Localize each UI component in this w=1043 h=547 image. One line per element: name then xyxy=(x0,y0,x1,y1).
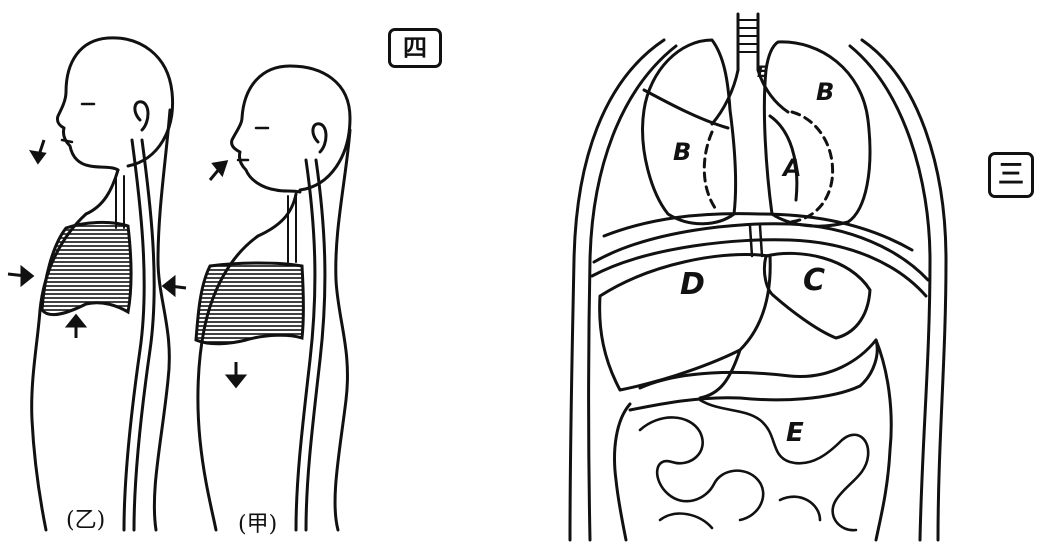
ascending-colon xyxy=(615,404,630,540)
heart-outline xyxy=(704,132,718,212)
inhale-ear xyxy=(313,124,326,152)
transverse-colon xyxy=(630,340,877,410)
exhale-spine xyxy=(124,140,154,530)
exhale-figure-caption: (乙) xyxy=(66,502,105,534)
organ-label-d: D xyxy=(680,270,705,300)
exhale-ear xyxy=(135,102,148,130)
organ-label-b-right: B xyxy=(816,80,834,104)
exhale-back-outline xyxy=(154,110,170,530)
inhale-lung xyxy=(196,263,304,344)
lung-left-outline xyxy=(643,40,736,224)
exhale-mouth xyxy=(62,140,72,142)
organ-label-c: C xyxy=(803,266,825,296)
arrow-down-mouth-head xyxy=(32,152,44,162)
inhale-spine xyxy=(296,160,325,530)
inhale-back-outline xyxy=(335,130,350,530)
inhale-head-outline xyxy=(232,66,350,192)
organ-label-e-upper: E xyxy=(757,64,768,80)
diaphragm-lower xyxy=(592,240,926,296)
arrow-right-left-head xyxy=(22,268,32,284)
exhale-trachea xyxy=(116,176,124,228)
torso-diagram xyxy=(570,14,946,540)
organ-label-b-left: B xyxy=(673,140,691,164)
trachea xyxy=(738,14,758,70)
small-intestine-loops xyxy=(640,400,868,530)
exhale-neck-front xyxy=(86,170,118,214)
inhale-neck-front xyxy=(258,194,296,236)
trachea-rings xyxy=(738,20,758,52)
inhale-figure-caption: (甲) xyxy=(238,506,277,538)
exhale-lung xyxy=(42,222,131,314)
panel-number-badge-three: 三 xyxy=(988,152,1034,198)
panel-number-badge-four: 四 xyxy=(388,28,442,68)
exhale-head-outline xyxy=(57,38,172,170)
organ-label-a: A xyxy=(783,156,802,180)
arrow-up-diaphragm-head xyxy=(68,316,84,326)
body-wall-right-outer xyxy=(862,40,946,540)
lung-left-fissure xyxy=(644,90,728,128)
descending-colon xyxy=(876,340,891,540)
body-wall-left-outer xyxy=(570,40,664,540)
arrow-left-right-head xyxy=(164,278,174,294)
arrow-down-diaphragm-head xyxy=(228,376,244,386)
lung-right-outline xyxy=(764,42,870,226)
organ-label-e: E xyxy=(786,420,804,446)
chest-inner-line xyxy=(604,214,912,250)
